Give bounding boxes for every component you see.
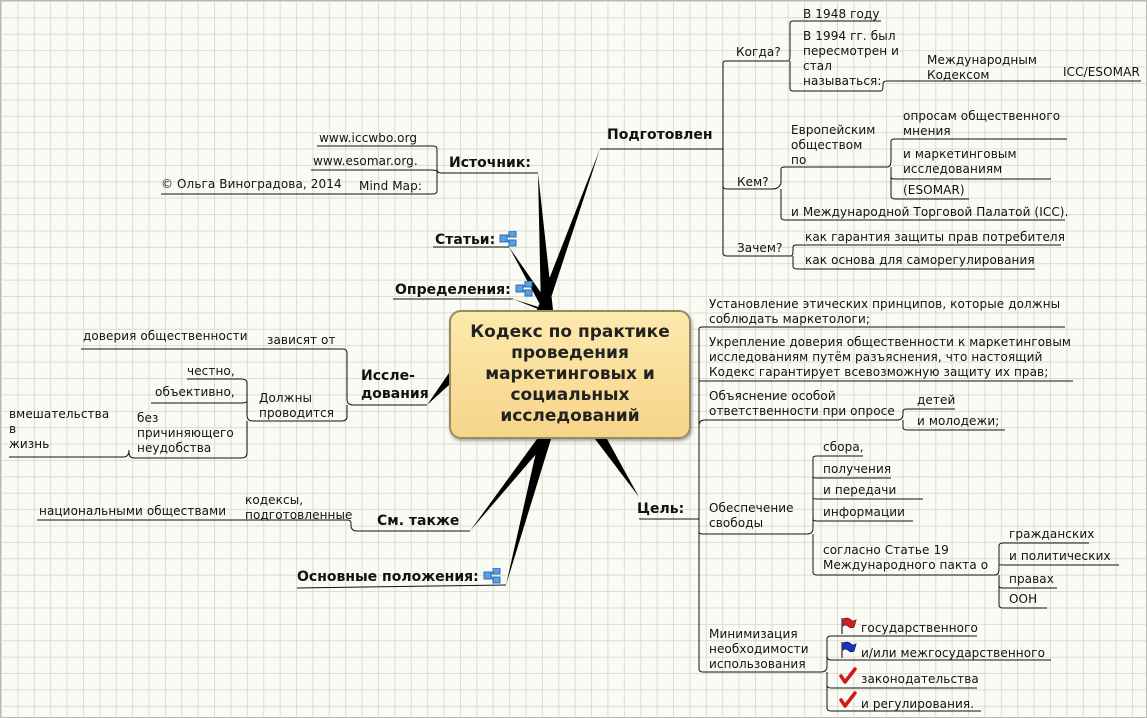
why-consumer-protection[interactable]: как гарантия защиты прав потребителя bbox=[805, 230, 1066, 244]
check-icon bbox=[839, 691, 857, 708]
when-label[interactable]: Когда? bbox=[736, 45, 781, 59]
branch-goal-title[interactable]: Цель: bbox=[637, 501, 685, 517]
pact-item[interactable]: правах bbox=[1009, 572, 1054, 586]
branch-spoke bbox=[595, 439, 639, 497]
goal-minimize[interactable]: Минимизация необходимости использования bbox=[709, 627, 809, 671]
who-public-opinion[interactable]: опросам общественного мнения bbox=[903, 109, 1061, 138]
blue-flag-icon bbox=[841, 641, 857, 658]
red-flag-icon bbox=[841, 617, 857, 634]
freedom-item[interactable]: сбора, bbox=[823, 440, 864, 454]
source-iccwbo[interactable]: www.iccwbo.org bbox=[319, 131, 418, 145]
research-honest[interactable]: честно, bbox=[187, 364, 235, 378]
branch-articles-title[interactable]: Статьи: bbox=[435, 231, 517, 248]
why-self-regulation[interactable]: как основа для саморегулирования bbox=[805, 253, 1035, 267]
research-conducted[interactable]: Должны проводится bbox=[259, 391, 335, 420]
research-objective[interactable]: объективно, bbox=[155, 385, 235, 399]
goal-youth[interactable]: и молодежи; bbox=[917, 414, 1000, 428]
when-1948[interactable]: В 1948 году bbox=[803, 7, 880, 21]
goal-trust[interactable]: Укрепление доверия общественности к марк… bbox=[709, 335, 1072, 379]
source-author: © Ольга Виноградова, 2014 bbox=[161, 177, 342, 191]
central-topic[interactable]: Кодекс по практике проведения маркетинго… bbox=[449, 310, 691, 439]
goal-responsibility[interactable]: Объяснение особой ответственности при оп… bbox=[709, 389, 895, 418]
research-depends[interactable]: зависят от bbox=[267, 333, 336, 347]
freedom-item[interactable]: получения bbox=[823, 462, 892, 476]
branch-prepared-title[interactable]: Подготовлен bbox=[607, 127, 713, 143]
pact-item[interactable]: и политических bbox=[1009, 549, 1111, 563]
branch-definitions-title[interactable]: Определения: bbox=[395, 281, 533, 298]
research-no-harm[interactable]: без причиняющего неудобства bbox=[137, 411, 234, 455]
goal-ethics[interactable]: Установление этических принципов, которы… bbox=[709, 297, 1061, 326]
branch-spoke bbox=[506, 439, 551, 585]
who-marketing-research[interactable]: и маркетинговым исследованиям bbox=[903, 147, 1017, 176]
research-public-trust[interactable]: доверия общественности bbox=[83, 329, 248, 343]
pact-item[interactable]: гражданских bbox=[1009, 527, 1095, 541]
minimize-item[interactable]: и/или межгосударственного bbox=[861, 646, 1046, 660]
who-icc[interactable]: и Международной Торговой Палатой (ICC). bbox=[791, 205, 1069, 219]
research-intrusion[interactable]: вмешательства в жизнь bbox=[9, 407, 110, 451]
goal-freedom[interactable]: Обеспечение свободы bbox=[709, 501, 794, 530]
who-esomar[interactable]: (ESOMAR) bbox=[903, 183, 965, 197]
when-icc-esomar[interactable]: ICC/ESOMAR bbox=[1063, 65, 1140, 79]
branch-spoke bbox=[427, 373, 449, 405]
why-label[interactable]: Зачем? bbox=[737, 241, 783, 255]
branch-spoke bbox=[537, 149, 600, 310]
pact-item[interactable]: ООН bbox=[1009, 592, 1038, 606]
link-icon[interactable] bbox=[499, 231, 517, 247]
branch-spoke bbox=[538, 173, 553, 310]
source-mindmap[interactable]: Mind Map: bbox=[359, 179, 422, 193]
freedom-item[interactable]: и передачи bbox=[823, 483, 897, 497]
branch-source-title[interactable]: Источник: bbox=[449, 155, 531, 171]
who-label[interactable]: Кем? bbox=[737, 175, 769, 189]
branch-spoke bbox=[509, 247, 553, 310]
freedom-item[interactable]: информации bbox=[823, 505, 906, 519]
who-european-society[interactable]: Европейским обществом по bbox=[791, 123, 876, 167]
branch-spoke bbox=[513, 299, 551, 311]
when-intl-code[interactable]: Международным Кодексом bbox=[927, 53, 1038, 82]
branch-seealso-title[interactable]: См. также bbox=[377, 513, 460, 529]
source-esomar[interactable]: www.esomar.org. bbox=[313, 154, 418, 168]
branch-research-title[interactable]: Иссле- дования bbox=[361, 368, 429, 402]
branch-spoke bbox=[470, 439, 549, 531]
branch-main-title[interactable]: Основные положения: bbox=[297, 568, 501, 585]
minimize-item[interactable]: и регулирования. bbox=[861, 697, 975, 711]
link-icon[interactable] bbox=[483, 568, 501, 584]
when-1994[interactable]: В 1994 гг. был пересмотрен и стал называ… bbox=[803, 29, 899, 88]
goal-children[interactable]: детей bbox=[917, 393, 956, 407]
goal-pact[interactable]: согласно Статье 19 Международного пакта … bbox=[823, 543, 989, 572]
link-icon[interactable] bbox=[515, 281, 533, 297]
minimize-item[interactable]: законодательства bbox=[861, 672, 979, 686]
seealso-national-societies[interactable]: национальными обществами bbox=[39, 504, 227, 518]
minimize-item[interactable]: государственного bbox=[861, 621, 978, 635]
check-icon bbox=[839, 667, 857, 684]
seealso-codes[interactable]: кодексы, подготовленные bbox=[245, 493, 353, 522]
